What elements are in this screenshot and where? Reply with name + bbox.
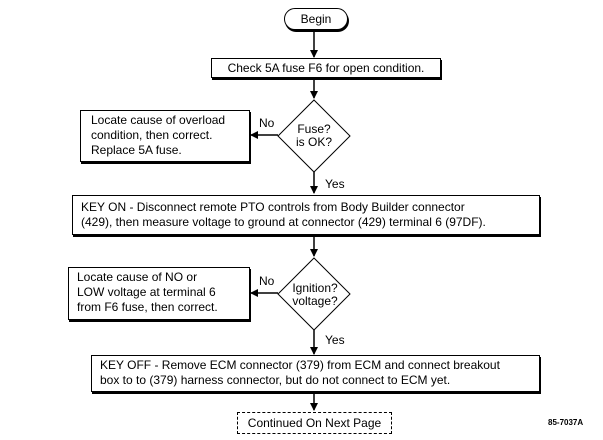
- check-fuse-text: Check 5A fuse F6 for open condition.: [227, 61, 425, 75]
- key-on-box: KEY ON - Disconnect remote PTO controls …: [72, 195, 540, 235]
- ignition-decision-diamond: [277, 257, 351, 331]
- key-on-line-2: (429), then measure voltage to ground at…: [81, 215, 486, 229]
- fuse-decision-diamond: [277, 99, 351, 173]
- overload-line-1: Locate cause of overload: [91, 113, 226, 127]
- overload-line-3: Replace 5A fuse.: [91, 143, 182, 157]
- key-off-line-2: box to to (379) harness connector, but d…: [100, 373, 451, 387]
- fuse-no-label: No: [259, 116, 275, 130]
- no-low-voltage-box: Locate cause of NO or LOW voltage at ter…: [68, 267, 250, 320]
- figure-code: 85-7037A: [548, 418, 584, 427]
- ignition-decision-line-2: voltage?: [292, 294, 338, 308]
- fuse-decision-text: Fuse? is OK?: [284, 123, 344, 149]
- key-on-line-1: KEY ON - Disconnect remote PTO controls …: [81, 200, 465, 214]
- fuse-decision-line-2: is OK?: [295, 135, 332, 149]
- begin-terminal: Begin: [284, 8, 348, 30]
- continued-box: Continued On Next Page: [237, 412, 392, 434]
- no-low-line-3: from F6 fuse, then correct.: [77, 300, 218, 314]
- no-low-line-1: Locate cause of NO or: [77, 270, 198, 284]
- key-off-box: KEY OFF - Remove ECM connector (379) fro…: [91, 355, 540, 392]
- fuse-decision-line-1: Fuse?: [297, 122, 331, 136]
- overload-line-2: condition, then correct.: [91, 128, 213, 142]
- ignition-yes-label: Yes: [325, 333, 345, 347]
- fuse-yes-label: Yes: [325, 177, 345, 191]
- overload-box: Locate cause of overload condition, then…: [80, 110, 250, 162]
- ignition-decision-text: Ignition? voltage?: [282, 282, 348, 308]
- no-low-line-2: LOW voltage at terminal 6: [77, 285, 216, 299]
- ignition-no-label: No: [259, 274, 275, 288]
- check-fuse-box: Check 5A fuse F6 for open condition.: [211, 58, 441, 78]
- key-off-line-1: KEY OFF - Remove ECM connector (379) fro…: [100, 358, 500, 372]
- begin-label: Begin: [300, 12, 332, 26]
- continued-text: Continued On Next Page: [247, 416, 382, 430]
- ignition-decision-line-1: Ignition?: [292, 281, 338, 295]
